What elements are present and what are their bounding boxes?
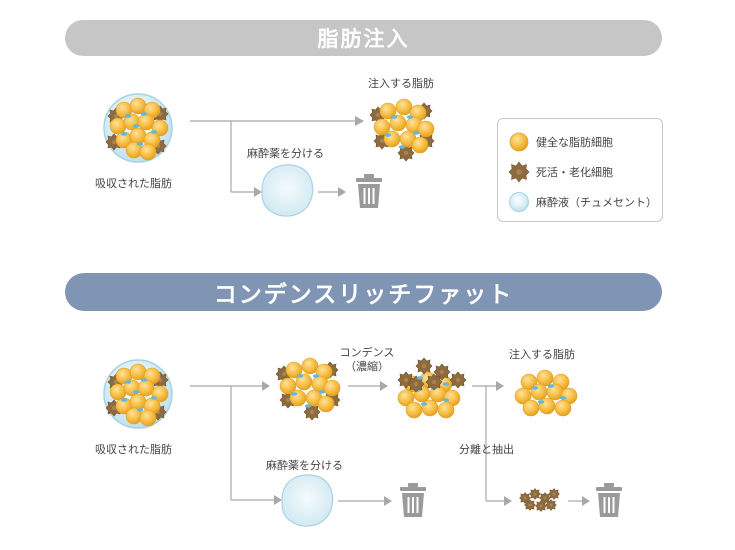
trash-icon bbox=[596, 483, 622, 517]
inject-fat-cluster bbox=[370, 99, 434, 161]
inject-fat-label: 注入する脂肪 bbox=[509, 348, 575, 361]
arrow-head bbox=[262, 381, 270, 391]
arrow-head bbox=[384, 496, 392, 506]
separate-anesthetic-label: 麻酔薬を分ける bbox=[247, 147, 324, 160]
arrow-head bbox=[504, 496, 512, 506]
legend-label: 死活・老化細胞 bbox=[536, 166, 613, 179]
arrow-head bbox=[338, 187, 346, 197]
condensed-cluster bbox=[397, 357, 467, 418]
harvested-fat-cluster bbox=[104, 360, 172, 428]
anesthetic-blob bbox=[281, 474, 334, 527]
arrow-head bbox=[380, 381, 388, 391]
inject-fat-cluster bbox=[515, 370, 577, 416]
legend-label: 麻酔液（チュメセント） bbox=[536, 196, 657, 209]
arrow-head bbox=[582, 496, 590, 506]
harvested-fat-label: 吸収された脂肪 bbox=[95, 177, 172, 190]
harvested-fat-label: 吸収された脂肪 bbox=[95, 443, 172, 456]
harvested-fat-cluster bbox=[104, 94, 172, 162]
condense-label: コンデンス （濃縮） bbox=[336, 346, 398, 374]
inject-fat-label: 注入する脂肪 bbox=[368, 77, 434, 90]
anesthetic-blob bbox=[261, 164, 314, 217]
trash-icon bbox=[356, 174, 382, 208]
fat-cluster-before-condense bbox=[276, 358, 340, 420]
section1-title: 脂肪注入 bbox=[317, 27, 410, 51]
section2-title: コンデンスリッチファット bbox=[213, 282, 514, 308]
arrow-head bbox=[274, 495, 282, 505]
dead-cell-icon bbox=[508, 161, 530, 183]
healthy-cell-icon bbox=[509, 132, 529, 152]
legend-item-anesthetic: 麻酔液（チュメセント） bbox=[508, 191, 657, 213]
separate-extract-label: 分離と抽出 bbox=[459, 443, 514, 456]
separate-anesthetic-label: 麻酔薬を分ける bbox=[266, 459, 343, 472]
dead-cells-pile bbox=[519, 488, 560, 512]
legend-item-healthy: 健全な脂肪細胞 bbox=[508, 131, 613, 153]
legend-item-dead: 死活・老化細胞 bbox=[508, 161, 613, 183]
section2-title-banner: コンデンスリッチファット bbox=[65, 273, 662, 311]
arrow-head bbox=[355, 116, 364, 126]
condense-label-main: コンデンス bbox=[339, 346, 395, 359]
section1-title-banner: 脂肪注入 bbox=[65, 20, 662, 56]
trash-icon bbox=[400, 483, 426, 517]
legend: 健全な脂肪細胞 死活・老化細胞 麻酔液（チュメセント） bbox=[497, 118, 663, 222]
anesthetic-icon bbox=[509, 192, 529, 212]
arrow-head bbox=[496, 381, 504, 391]
arrow-head bbox=[254, 187, 262, 197]
condense-label-sub: （濃縮） bbox=[345, 360, 389, 373]
legend-label: 健全な脂肪細胞 bbox=[536, 136, 613, 149]
